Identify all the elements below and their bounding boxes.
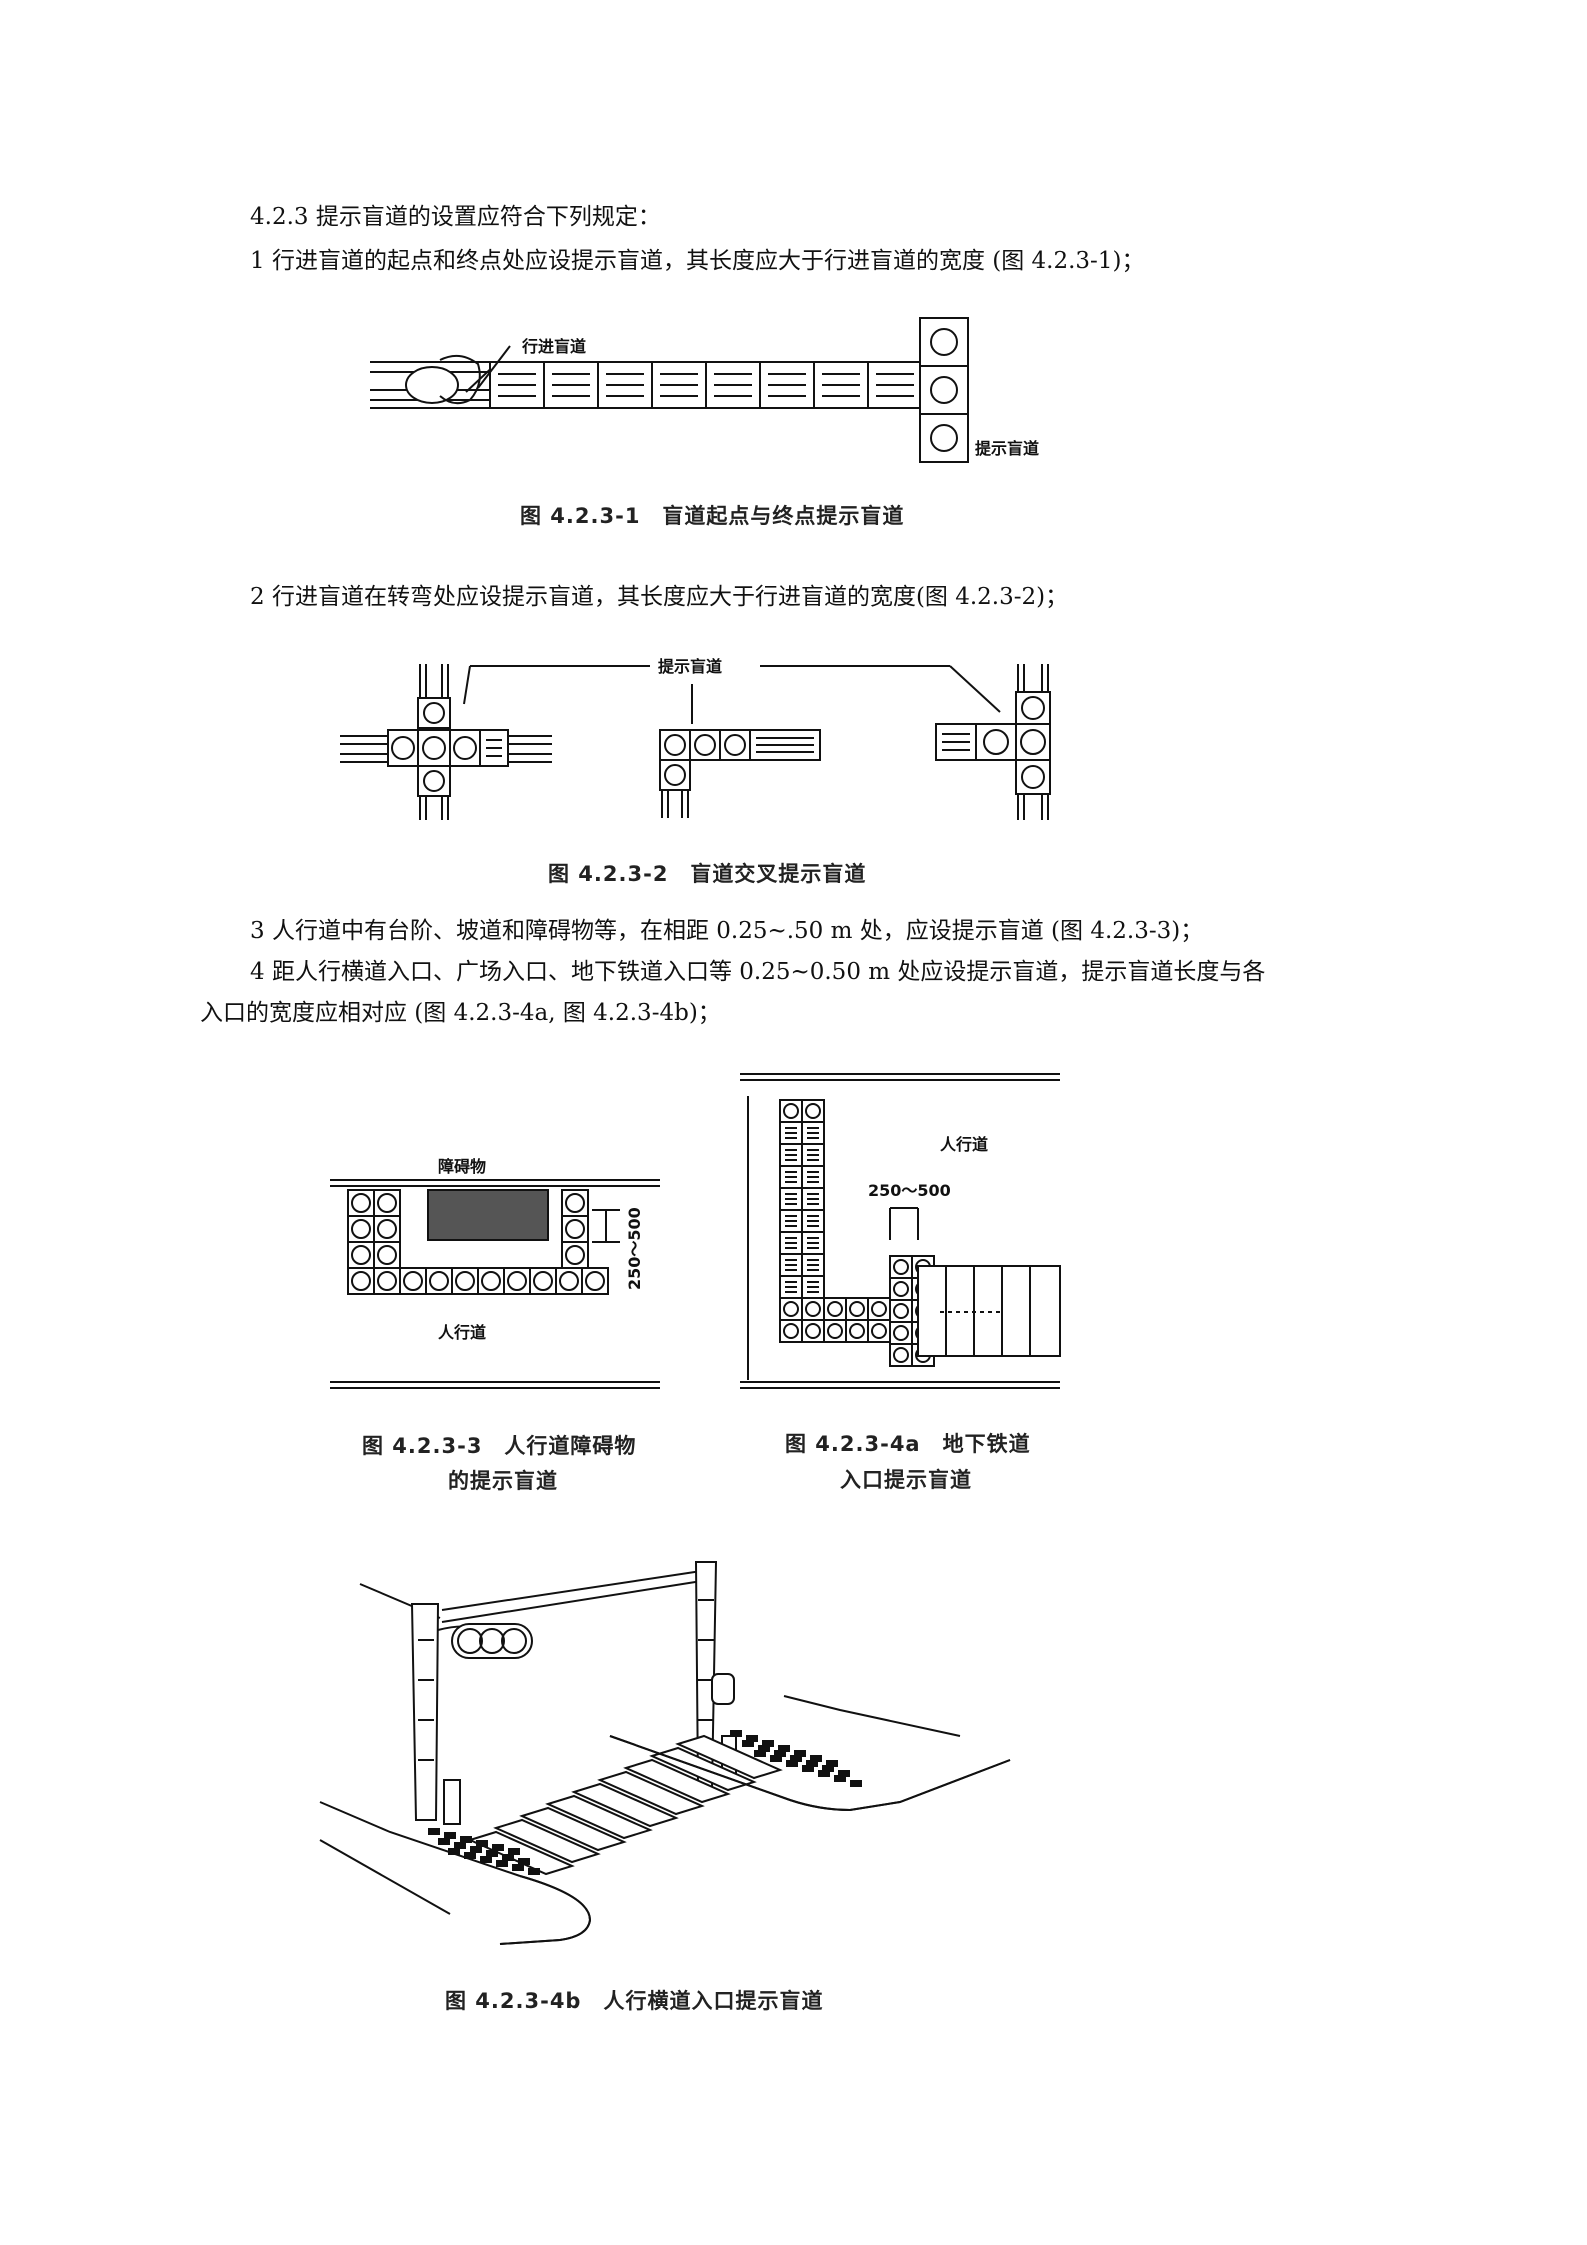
label-travel-blind-path: 行进盲道 [521,337,586,356]
subway-entrance-stairs [917,1265,1061,1357]
item-1: 1 行进盲道的起点和终点处应设提示盲道，其长度应大于行进盲道的宽度 (图 4.2… [250,248,1145,274]
caption-figure-4-2-3-4b: 图 4.2.3-4b 人行横道入口提示盲道 [445,1989,824,2013]
item-2: 2 行进盲道在转弯处应设提示盲道，其长度应大于行进盲道的宽度(图 4.2.3-2… [250,584,1069,610]
tactile-dot [502,1854,514,1861]
crosswalk-stripe [519,1806,627,1852]
tactile-dot [448,1848,460,1855]
tactile-dot [492,1844,504,1851]
item-3: 3 人行道中有台阶、坡道和障碍物等，在相距 0.25~.50 m 处，应设提示盲… [250,918,1204,944]
section-heading: 4.2.3 提示盲道的设置应符合下列规定： [250,204,661,230]
label-sidewalk-4a: 人行道 [940,1135,988,1154]
crosswalk-stripe [493,1818,601,1864]
tactile-dot [438,1838,450,1845]
crosswalk-stripe [623,1758,731,1804]
tactile-dot [486,1850,498,1857]
tactile-dot [428,1828,440,1835]
warning-tiles-far [730,1730,862,1787]
tactile-dot [730,1730,742,1737]
caption-figure-4-2-3-4a-line-1: 图 4.2.3-4a 地下铁道 [785,1432,1031,1456]
tactile-dot [508,1848,520,1855]
tactile-dot [802,1765,814,1772]
tactile-dot [778,1745,790,1752]
tactile-dot [826,1760,838,1767]
tactile-dot [528,1868,540,1875]
label-sidewalk: 人行道 [438,1323,486,1342]
label-obstacle: 障碍物 [438,1157,486,1176]
tactile-dot [464,1852,476,1859]
figure-4-2-3-4a: 人行道 250～500 [740,1073,1061,1389]
tactile-dot [512,1864,524,1871]
tactile-dot [790,1755,802,1762]
tactile-dot [850,1780,862,1787]
tactile-dot [834,1775,846,1782]
tactile-dot [818,1770,830,1777]
crosswalk-stripe [571,1782,679,1828]
label-warning-blind-path: 提示盲道 [975,439,1039,458]
cross-junction [340,664,552,820]
tactile-dot [758,1745,770,1752]
crosswalk-stripe [597,1770,705,1816]
tactile-dot [794,1750,806,1757]
tactile-dot [838,1770,850,1777]
caption-figure-4-2-3-4a-line-2: 入口提示盲道 [840,1468,972,1492]
warning-tiles-near [428,1828,540,1875]
crosswalk-stripes [467,1734,783,1876]
tactile-dot [786,1760,798,1767]
tactile-dot [822,1765,834,1772]
crosswalk-stripe [545,1794,653,1840]
item-4-line-1: 4 距人行横道入口、广场入口、地下铁道入口等 0.25~0.50 m 处应设提示… [250,959,1266,985]
tactile-dot [746,1735,758,1742]
subway-warning-column [779,1099,825,1299]
dimension-250-500-4a: 250～500 [868,1181,951,1200]
crosswalk-stripe [675,1734,783,1780]
obstacle-block [427,1189,549,1241]
tactile-dot [754,1750,766,1757]
caption-figure-4-2-3-1: 图 4.2.3-1 盲道起点与终点提示盲道 [520,504,905,528]
travel-tiles [489,361,923,409]
l-junction [659,729,821,818]
dimension-250-500: 250～500 [625,1207,644,1290]
tactile-dot [444,1832,456,1839]
figure-4-2-3-3: 障碍物 250～500 人行道 [330,1157,660,1389]
warning-tiles-column [919,317,969,463]
label-warning-blind-path-2: 提示盲道 [658,657,722,676]
tactile-dot [476,1840,488,1847]
tactile-dot [806,1760,818,1767]
figure-4-2-3-1: 行进盲道 提示盲道 [370,317,1039,463]
tactile-dot [762,1740,774,1747]
tactile-dot [454,1842,466,1849]
tactile-dot [496,1860,508,1867]
figure-4-2-3-4b [319,1561,1011,1945]
traffic-signal-pole-left [410,1603,533,1825]
item-4-line-2: 入口的宽度应相对应 (图 4.2.3-4a, 图 4.2.3-4b)； [200,1000,721,1026]
tactile-dot [470,1846,482,1853]
tactile-dot [774,1750,786,1757]
caption-figure-4-2-3-3-line-1: 图 4.2.3-3 人行道障碍物 [362,1434,637,1458]
caption-figure-4-2-3-2: 图 4.2.3-2 盲道交叉提示盲道 [548,862,867,886]
tactile-dot [480,1856,492,1863]
obstacle-warning-tiles [347,1189,609,1295]
t-junction [935,664,1051,820]
figure-4-2-3-2: 提示盲道 [340,657,1051,820]
tactile-dot [742,1740,754,1747]
caption-figure-4-2-3-3-line-2: 的提示盲道 [448,1469,558,1493]
tactile-dot [518,1858,530,1865]
tactile-dot [770,1755,782,1762]
tactile-dot [810,1755,822,1762]
tactile-dot [460,1836,472,1843]
